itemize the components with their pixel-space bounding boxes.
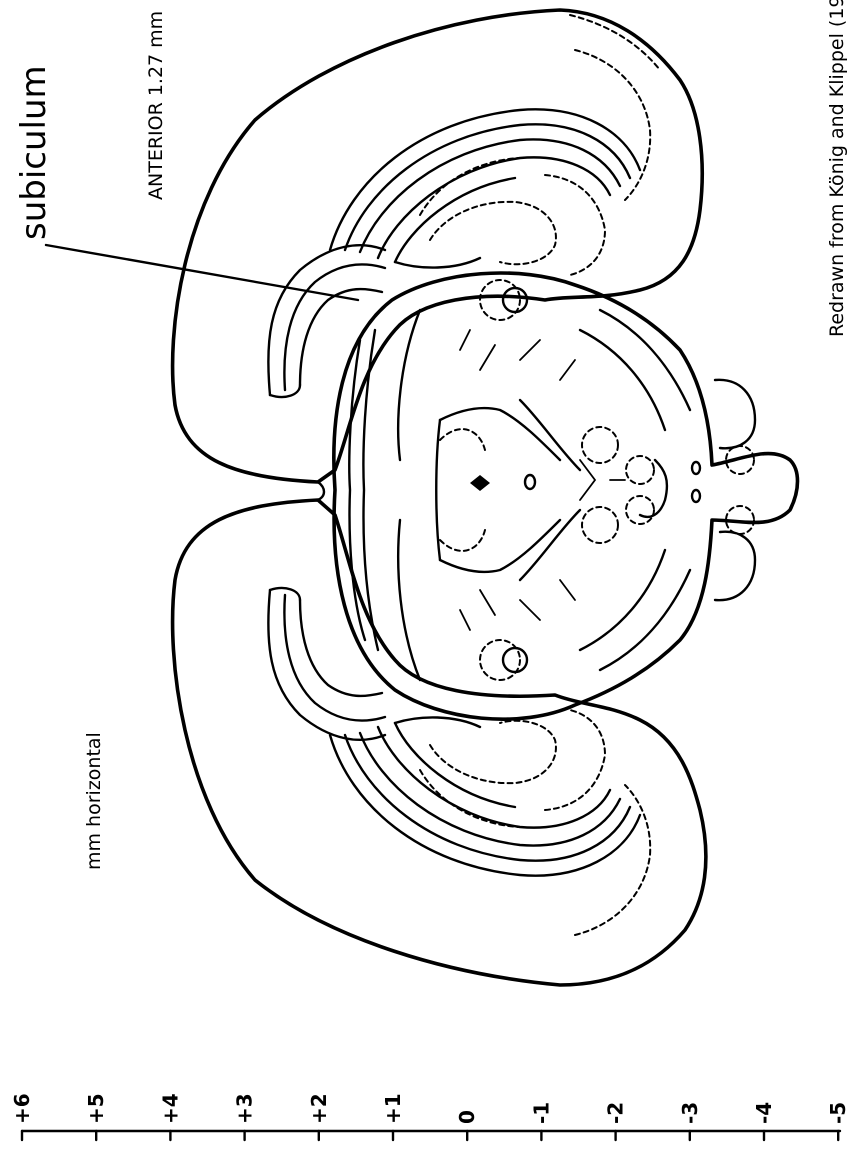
hippocampal-layers-lower [330,710,640,876]
mm-horizontal-label: mm horizontal [83,732,105,870]
scale-tick-label-7: -1 [529,1102,553,1124]
scale-tick-label-4: +2 [307,1093,331,1124]
scale-tick-label-3: +3 [233,1093,257,1124]
source-credit-label: Redrawn from König and Klippel (19 [826,0,848,337]
scale-tick-label-2: +4 [158,1093,182,1124]
horizontal-scale-bar: +6 +5 +4 +3 +2 +1 0 -1 -2 -3 -4 -5 [10,1093,850,1140]
subiculum-bands [268,245,385,740]
scale-tick-label-1: +5 [84,1093,108,1124]
scale-tick-label-11: -5 [826,1102,850,1124]
scale-tick-label-6: 0 [455,1110,479,1124]
brainstem-region [334,273,798,719]
scale-tick-label-8: -2 [604,1102,628,1124]
hippocampal-layers-upper [330,109,640,275]
scale-tick-label-5: +1 [381,1093,405,1124]
scale-tick-label-9: -3 [678,1102,702,1124]
anterior-plane-label: ANTERIOR 1.27 mm [145,11,167,200]
scale-tick-label-0: +6 [10,1093,34,1124]
subiculum-label: subiculum [14,65,54,240]
scale-tick-label-10: -4 [752,1102,776,1124]
scale-tick-labels: +6 +5 +4 +3 +2 +1 0 -1 -2 -3 -4 -5 [10,1093,850,1124]
subiculum-pointer-line [46,245,358,300]
scale-tick-marks [22,1131,838,1140]
